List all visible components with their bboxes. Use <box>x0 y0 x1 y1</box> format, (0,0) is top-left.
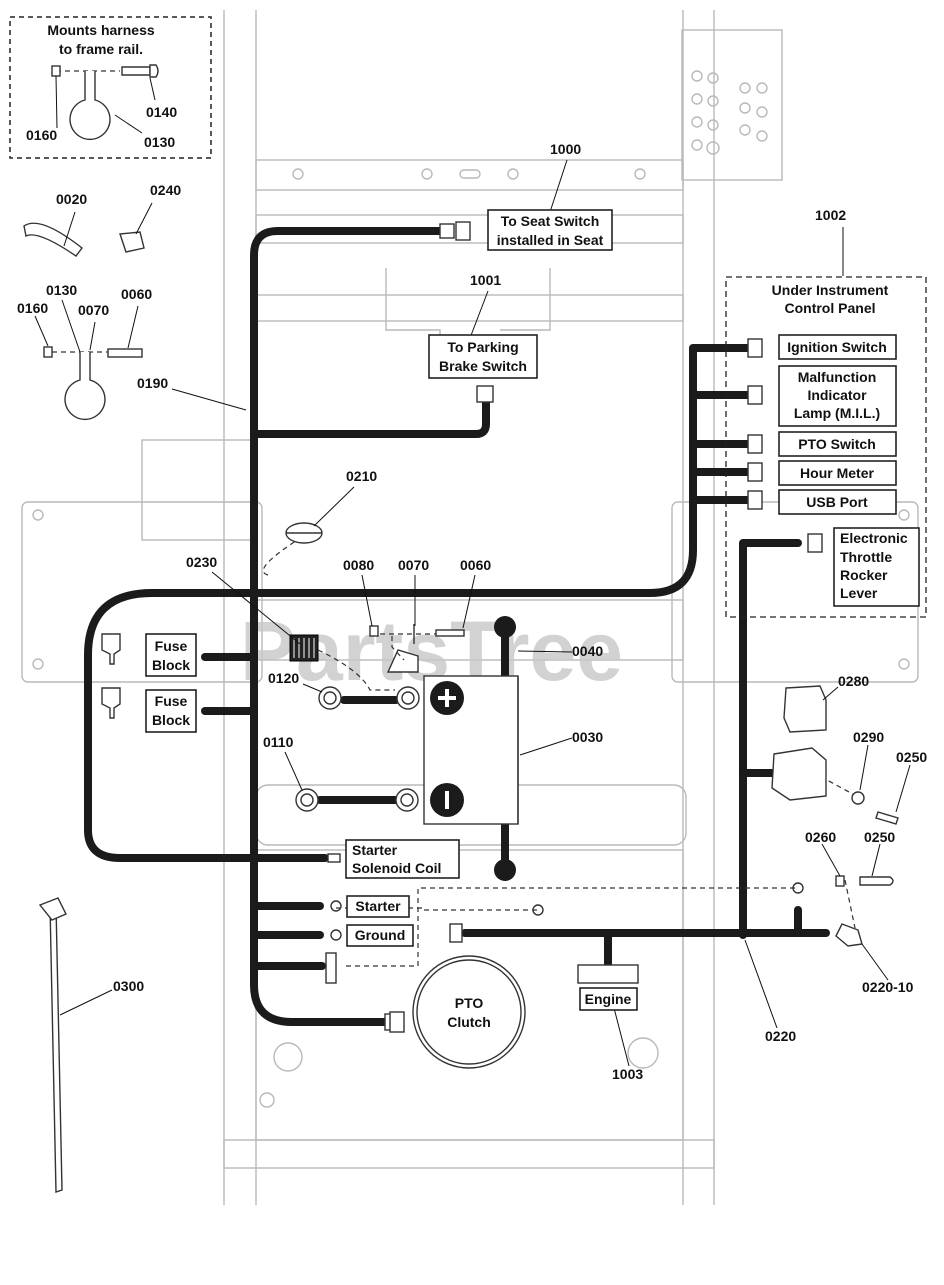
part-number-0220: 0220 <box>765 1028 796 1044</box>
panel-label-1: Under Instrument <box>772 282 889 298</box>
seat-switch-label-2: installed in Seat <box>497 232 604 248</box>
fuse-block-box-2 <box>145 689 197 733</box>
part-number-0220-10: 0220-10 <box>862 979 914 995</box>
etrl-box <box>833 527 920 607</box>
starter-solenoid-label-2: Solenoid Coil <box>352 860 441 876</box>
part-number-0240: 0240 <box>150 182 181 198</box>
fuse-block-1-label-2: Block <box>152 657 190 673</box>
part-number-0290: 0290 <box>853 729 884 745</box>
ignition-switch-label: Ignition Switch <box>787 339 887 355</box>
part-number-0250: 0250 <box>896 749 927 765</box>
part-number-0230: 0230 <box>186 554 217 570</box>
ignition-switch-box <box>778 334 897 360</box>
seat-switch-label-1: To Seat Switch <box>501 213 600 229</box>
mounts-note-line1: Mounts harness <box>47 22 155 38</box>
etrl-label-3: Rocker <box>840 567 888 583</box>
ground-label: Ground <box>355 927 406 943</box>
part-number-0130: 0130 <box>144 134 175 150</box>
part-number-1000: 1000 <box>550 141 581 157</box>
engine-box <box>579 987 638 1011</box>
starter-solenoid-label-1: Starter <box>352 842 398 858</box>
pto-clutch-label-2: Clutch <box>447 1014 491 1030</box>
mil-label-2: Indicator <box>807 387 867 403</box>
hardware <box>9 16 899 1193</box>
panel-label-2: Control Panel <box>784 300 875 316</box>
part-number-0070: 0070 <box>78 302 109 318</box>
leader-lines <box>34 75 911 1067</box>
ground-box <box>346 924 414 947</box>
part-number-0130-b: 0130 <box>46 282 77 298</box>
part-number-0060-b: 0060 <box>460 557 491 573</box>
main-harness <box>84 227 830 1026</box>
part-number-1003: 1003 <box>612 1066 643 1082</box>
part-number-0190: 0190 <box>137 375 168 391</box>
parking-brake-label-1: To Parking <box>447 339 518 355</box>
part-number-0020: 0020 <box>56 191 87 207</box>
part-number-0070-b: 0070 <box>398 557 429 573</box>
parking-brake-label-2: Brake Switch <box>439 358 527 374</box>
etrl-label-2: Throttle <box>840 549 892 565</box>
battery-0030 <box>295 649 519 825</box>
usb-port-box <box>778 489 897 515</box>
part-number-0160-b: 0160 <box>17 300 48 316</box>
part-number-0280: 0280 <box>838 673 869 689</box>
engine-label: Engine <box>585 991 632 1007</box>
part-numbers: 0160 0140 0130 0020 0240 0130 0160 0070 … <box>17 104 927 1082</box>
etrl-label-1: Electronic <box>840 530 908 546</box>
part-number-1001: 1001 <box>470 272 501 288</box>
part-number-0210: 0210 <box>346 468 377 484</box>
pto-switch-label: PTO Switch <box>798 436 876 452</box>
part-number-0140: 0140 <box>146 104 177 120</box>
part-number-0040: 0040 <box>572 643 603 659</box>
pto-switch-box <box>778 431 897 457</box>
part-number-0080: 0080 <box>343 557 374 573</box>
instrument-panel-box <box>725 276 927 618</box>
starter-solenoid-box <box>345 839 460 879</box>
fuse-block-2-label-1: Fuse <box>155 693 188 709</box>
fuse-block-2-label-2: Block <box>152 712 190 728</box>
part-number-0300: 0300 <box>113 978 144 994</box>
hour-meter-box <box>778 460 897 486</box>
usb-port-label: USB Port <box>806 494 868 510</box>
starter-box <box>346 895 410 918</box>
seat-switch-box <box>487 209 613 251</box>
text-labels: Mounts harness to frame rail. To Seat Sw… <box>47 22 908 1030</box>
etrl-label-4: Lever <box>840 585 878 601</box>
mil-box <box>778 365 897 427</box>
pto-clutch-label-1: PTO <box>455 995 484 1011</box>
label-boxes <box>145 209 927 1011</box>
fuse-block-1-label-1: Fuse <box>155 638 188 654</box>
connectors <box>289 221 823 1033</box>
part-number-0030: 0030 <box>572 729 603 745</box>
fuse-block-box-1 <box>145 633 197 677</box>
mounts-note-line2: to frame rail. <box>59 41 143 57</box>
part-number-1002: 1002 <box>815 207 846 223</box>
mounts-inset-box <box>9 16 212 159</box>
part-number-0120: 0120 <box>268 670 299 686</box>
dashed-connections <box>52 70 861 967</box>
parking-brake-box <box>428 334 538 379</box>
part-number-0260: 0260 <box>805 829 836 845</box>
part-number-0110: 0110 <box>263 734 294 750</box>
hour-meter-label: Hour Meter <box>800 465 874 481</box>
mil-label-3: Lamp (M.I.L.) <box>794 405 880 421</box>
mil-label-1: Malfunction <box>798 369 877 385</box>
part-number-0060: 0060 <box>121 286 152 302</box>
part-number-0160: 0160 <box>26 127 57 143</box>
starter-label: Starter <box>355 898 401 914</box>
part-number-0250-b: 0250 <box>864 829 895 845</box>
